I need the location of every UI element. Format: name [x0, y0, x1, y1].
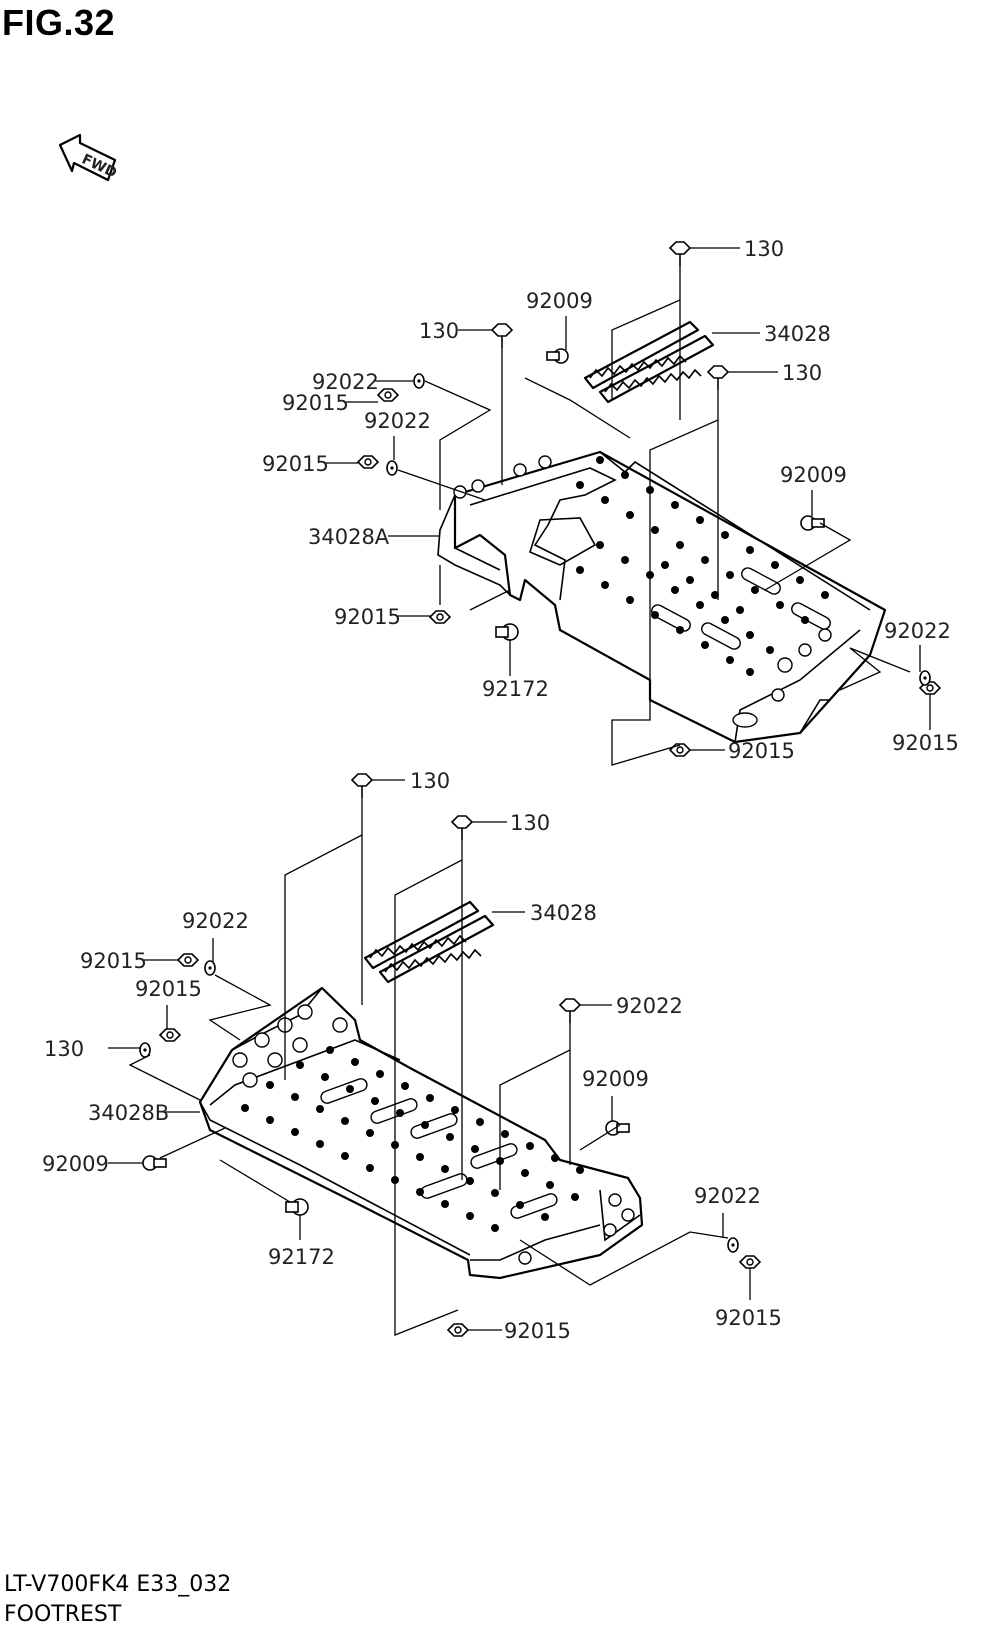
screw-92009-icon [605, 1120, 630, 1136]
callout-label: 92015 [334, 605, 401, 629]
footrest-34028a-assembly [437, 450, 887, 744]
washer-92022-icon [139, 1042, 151, 1058]
callout-label: 34028 [764, 322, 831, 346]
figure-title: FIG.32 [2, 2, 116, 43]
callout-label: 130 [44, 1037, 84, 1061]
callout-label: 130 [410, 769, 450, 793]
bolt-130-icon [490, 323, 514, 348]
callout-label: 92172 [268, 1245, 335, 1269]
washer-92022-icon [727, 1237, 739, 1253]
nut-92015-icon [668, 743, 692, 757]
callout-label: 92022 [616, 994, 683, 1018]
bolt-130-icon [450, 815, 474, 840]
section-name: FOOTREST [4, 1602, 122, 1627]
callout-label: 92015 [715, 1306, 782, 1330]
bolt-92172-icon [495, 623, 519, 641]
callout-label: 130 [744, 237, 784, 261]
callout-label: 92022 [364, 409, 431, 433]
callout-label: 130 [782, 361, 822, 385]
callout-label: 92015 [80, 949, 147, 973]
footrest-plate-upper [453, 450, 887, 744]
callout-label: 34028 [530, 901, 597, 925]
bolt-130-icon [668, 241, 692, 266]
screw-92009-icon [800, 515, 825, 531]
callout-label: 92022 [182, 909, 249, 933]
callout-label: 92015 [504, 1319, 571, 1343]
grip-studs-upper [576, 456, 829, 676]
callout-label: 92022 [884, 619, 951, 643]
grip-strip-34028-lower [363, 900, 495, 984]
nut-92015-icon [446, 1323, 470, 1337]
callout-label: 92009 [42, 1152, 109, 1176]
fasteners [139, 241, 942, 1337]
washer-92022-icon [386, 460, 398, 476]
bolt-130-icon [350, 773, 374, 798]
screw-92009-icon [142, 1155, 167, 1171]
callout-label: 92015 [892, 731, 959, 755]
callout-label: 92015 [135, 977, 202, 1001]
callout-label: 34028A [308, 525, 390, 549]
nut-92015-icon [376, 388, 400, 402]
footrest-34028b-assembly [198, 986, 644, 1280]
callout-label: 92022 [312, 370, 379, 394]
leader-lines [108, 247, 931, 1336]
fwd-arrow-icon: FWD [58, 133, 119, 181]
callout-label: 92009 [780, 463, 847, 487]
callout-label: 130 [419, 319, 459, 343]
callout-label: 34028B [88, 1101, 169, 1125]
grip-studs-lower [241, 1046, 584, 1232]
nut-92015-icon [158, 1028, 182, 1042]
washer-92022-icon [413, 373, 425, 389]
grip-strip-34028-upper [583, 320, 715, 404]
bolt-92172-icon [285, 1198, 309, 1216]
callout-label: 92022 [694, 1184, 761, 1208]
nut-92015-icon [356, 455, 380, 469]
callout-label: 92172 [482, 677, 549, 701]
callout-label: 130 [510, 811, 550, 835]
callout-label: 92009 [526, 289, 593, 313]
callout-label: 92015 [728, 739, 795, 763]
model-code: LT-V700FK4 E33_032 [4, 1572, 232, 1597]
callout-label: 92015 [282, 391, 349, 415]
callout-labels: 130 130 92009 34028 130 92022 92015 9202… [42, 237, 959, 1343]
washer-92022-icon [204, 960, 216, 976]
callout-label: 92015 [262, 452, 329, 476]
callout-label: 92009 [582, 1067, 649, 1091]
bolt-130-icon [706, 365, 730, 390]
bolt-130-icon [558, 998, 582, 1023]
nut-92015-icon [738, 1255, 762, 1269]
nut-92015-icon [428, 610, 452, 624]
washer-92022-icon [919, 670, 931, 686]
screw-92009-icon [546, 348, 569, 364]
nut-92015-icon [176, 953, 200, 967]
